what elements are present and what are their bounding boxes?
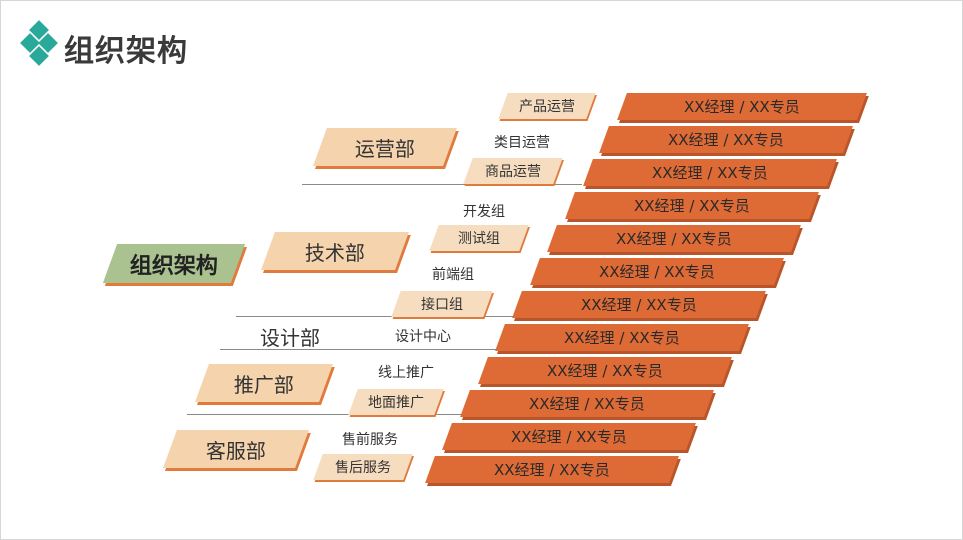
sub-node: 商品运营 xyxy=(463,158,563,184)
sub-label: 地面推广 xyxy=(368,395,424,411)
dept-node-service: 客服部 xyxy=(163,430,309,468)
role-bar: XX经理 / XX专员 xyxy=(599,126,853,153)
sub-node: 产品运营 xyxy=(498,93,596,119)
role-bar: XX经理 / XX专员 xyxy=(512,291,766,318)
page-title: 组织架构 xyxy=(64,34,188,69)
dept-node-promotion: 推广部 xyxy=(195,364,333,402)
separator-line xyxy=(187,414,467,415)
role-bar: XX经理 / XX专员 xyxy=(425,456,679,483)
role-label: XX经理 / XX专员 xyxy=(581,296,697,314)
sub-label: 商品运营 xyxy=(485,164,541,180)
sub-label: 接口组 xyxy=(421,297,463,313)
role-label: XX经理 / XX专员 xyxy=(564,329,680,347)
role-label: XX经理 / XX专员 xyxy=(529,395,645,413)
role-label: XX经理 / XX专员 xyxy=(616,230,732,248)
header: 组织架构 xyxy=(20,20,280,70)
role-bar: XX经理 / XX专员 xyxy=(617,93,867,120)
sub-label-plain: 类目运营 xyxy=(494,135,550,151)
role-bar: XX经理 / XX专员 xyxy=(478,357,732,384)
role-label: XX经理 / XX专员 xyxy=(652,164,768,182)
role-label: XX经理 / XX专员 xyxy=(684,98,800,116)
dept-node-operations: 运营部 xyxy=(313,128,457,166)
role-label: XX经理 / XX专员 xyxy=(668,131,784,149)
sub-label: 产品运营 xyxy=(519,99,575,115)
role-bar: XX经理 / XX专员 xyxy=(547,225,801,252)
role-label: XX经理 / XX专员 xyxy=(547,362,663,380)
dept-node-tech: 技术部 xyxy=(261,232,409,270)
sub-label-plain: 线上推广 xyxy=(378,365,434,381)
role-bar: XX经理 / XX专员 xyxy=(583,159,837,186)
dept-label: 推广部 xyxy=(234,372,294,397)
role-label: XX经理 / XX专员 xyxy=(634,197,750,215)
dept-label: 技术部 xyxy=(305,240,365,265)
sub-label-plain: 开发组 xyxy=(463,204,505,220)
dept-label: 客服部 xyxy=(206,438,266,463)
separator-line xyxy=(236,316,516,317)
root-node: 组织架构 xyxy=(102,244,246,283)
sub-label: 测试组 xyxy=(458,231,500,247)
separator-line xyxy=(220,349,500,350)
sub-label-plain: 售前服务 xyxy=(342,432,398,448)
sub-node: 测试组 xyxy=(429,225,529,251)
role-bar: XX经理 / XX专员 xyxy=(495,324,749,351)
role-bar: XX经理 / XX专员 xyxy=(530,258,784,285)
separator-line xyxy=(302,184,582,185)
dept-label-design: 设计部 xyxy=(260,326,320,350)
role-label: XX经理 / XX专员 xyxy=(494,461,610,479)
role-bar: XX经理 / XX专员 xyxy=(442,423,696,450)
sub-label-plain: 设计中心 xyxy=(395,329,451,345)
sub-node: 售后服务 xyxy=(313,454,413,480)
role-label: XX经理 / XX专员 xyxy=(511,428,627,446)
role-bar: XX经理 / XX专员 xyxy=(460,390,714,417)
sub-label: 售后服务 xyxy=(335,460,391,476)
root-node-label: 组织架构 xyxy=(129,253,218,279)
role-bar: XX经理 / XX专员 xyxy=(565,192,819,219)
dept-label: 运营部 xyxy=(355,136,415,161)
role-label: XX经理 / XX专员 xyxy=(599,263,715,281)
sub-node: 地面推广 xyxy=(348,389,444,415)
sub-node: 接口组 xyxy=(391,291,493,317)
sub-label-plain: 前端组 xyxy=(432,267,474,283)
